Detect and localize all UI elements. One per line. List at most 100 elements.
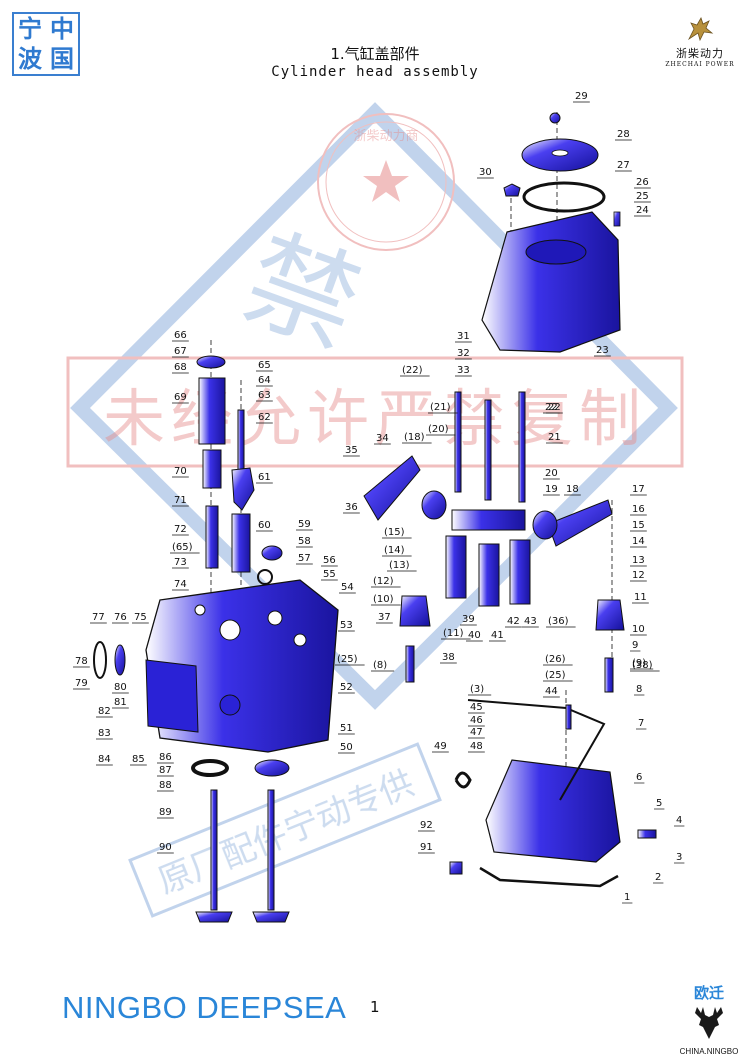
callout-label: 33 (457, 365, 470, 376)
stamp-char-1: 宁 (18, 15, 42, 43)
callout-label: 55 (323, 569, 336, 580)
valve-spring-69 (198, 377, 226, 445)
callout-label: 88 (159, 780, 172, 791)
zhechai-logo: 浙柴动力 ZHECHAI POWER (660, 15, 740, 81)
callout-label: 3 (676, 852, 682, 863)
knob-30 (503, 183, 521, 197)
callout-label: 76 (114, 612, 127, 623)
tappet-43 (509, 539, 531, 605)
intake-valve-50 (267, 789, 275, 911)
o-ring-27 (522, 181, 606, 213)
callout-label: 46 (470, 715, 483, 726)
callout-label: 72 (174, 524, 187, 535)
callout-label: 7 (638, 718, 644, 729)
callout-label: 84 (98, 754, 111, 765)
callout-label: 82 (98, 706, 111, 717)
callout-label: (8) (373, 660, 387, 671)
callout-label: 91 (420, 842, 433, 853)
callout-label: 78 (75, 656, 88, 667)
callout-label: 73 (174, 557, 187, 568)
callout-label: (25) (545, 670, 566, 681)
callout-label: (18) (404, 432, 425, 443)
callout-label: 32 (457, 348, 470, 359)
footer-brand: NINGBO DEEPSEA (62, 990, 347, 1025)
callout-label: 50 (340, 742, 353, 753)
clamp-49 (454, 771, 472, 789)
callout-label: 56 (323, 555, 336, 566)
rocker-arm-34 (363, 455, 421, 521)
pushrod-21 (518, 391, 526, 503)
callout-label: 52 (340, 682, 353, 693)
callout-label: (10) (373, 594, 394, 605)
callout-label: 48 (470, 741, 483, 752)
callout-label: 36 (345, 502, 358, 513)
callout-label: 20 (545, 468, 558, 479)
callout-label: (11) (443, 628, 464, 639)
rocker-arm-group (363, 391, 625, 693)
callout-label: 13 (632, 555, 645, 566)
housing-6 (485, 759, 621, 863)
callout-label: 28 (617, 129, 630, 140)
callout-label: 44 (545, 686, 558, 697)
callout-label: 17 (632, 484, 645, 495)
callout-label: 40 (468, 630, 481, 641)
callout-label: 22 (548, 402, 561, 413)
callout-label: (38) (632, 660, 653, 671)
callout-label: 15 (632, 520, 645, 531)
valve-spring-70 (202, 449, 222, 489)
stud-44 (565, 704, 572, 730)
callout-label: (12) (373, 576, 394, 587)
callout-label: 90 (159, 842, 172, 853)
callout-label: 39 (462, 614, 475, 625)
logo-text-cn: 欧迁 (693, 984, 724, 1002)
callout-label: 23 (596, 345, 609, 356)
callout-label: (21) (430, 402, 451, 413)
callout-label: 12 (632, 570, 645, 581)
logo-text-en: CHINA.NINGBO (679, 1047, 739, 1056)
bracket-9 (595, 599, 625, 631)
bracket-37 (399, 595, 431, 627)
guide-sleeve-60 (231, 513, 251, 573)
callout-label: 74 (174, 579, 187, 590)
callout-label: 41 (491, 630, 504, 641)
callout-label: 31 (457, 331, 470, 342)
valve-head-90 (195, 911, 233, 923)
knob-29 (549, 112, 561, 124)
rocker-shaft-19 (451, 509, 526, 531)
valve-seat-51 (254, 759, 290, 777)
callout-label: 66 (174, 330, 187, 341)
callout-label: 4 (676, 815, 682, 826)
callout-label: 43 (524, 616, 537, 627)
callout-label: (14) (384, 545, 405, 556)
callout-label: 9 (632, 640, 638, 651)
callout-label: 92 (420, 820, 433, 831)
stamp-char-4: 国 (50, 45, 74, 73)
callout-label: 27 (617, 160, 630, 171)
callout-label: 34 (376, 433, 389, 444)
watermark-bottom-text: 原厂配件宁动专供 (153, 763, 420, 902)
brand-name-en: ZHECHAI POWER (665, 61, 735, 68)
callout-label: 53 (340, 620, 353, 631)
callout-label: 83 (98, 728, 111, 739)
deepsea-logo: 欧迁 CHINA.NINGBO (674, 982, 744, 1058)
callout-label: 57 (298, 553, 311, 564)
cap-59 (261, 545, 283, 561)
callout-label: 6 (636, 772, 642, 783)
callout-label: 60 (258, 520, 271, 531)
callout-label: 1 (624, 892, 630, 903)
callout-label: 42 (507, 616, 520, 627)
exhaust-flange-80 (145, 659, 199, 733)
valve-seat-ring-89 (191, 759, 229, 777)
title-chinese: 1.气缸盖部件 (330, 45, 420, 63)
callout-label: 19 (545, 484, 558, 495)
callout-label: 8 (636, 684, 642, 695)
callout-label: 85 (132, 754, 145, 765)
callout-label: 11 (634, 592, 647, 603)
callout-label: 18 (566, 484, 579, 495)
callout-label: (36) (548, 616, 569, 627)
page-number: 1 (370, 998, 380, 1016)
callout-label: 63 (258, 390, 271, 401)
callout-label: 16 (632, 504, 645, 515)
callout-label: 70 (174, 466, 187, 477)
